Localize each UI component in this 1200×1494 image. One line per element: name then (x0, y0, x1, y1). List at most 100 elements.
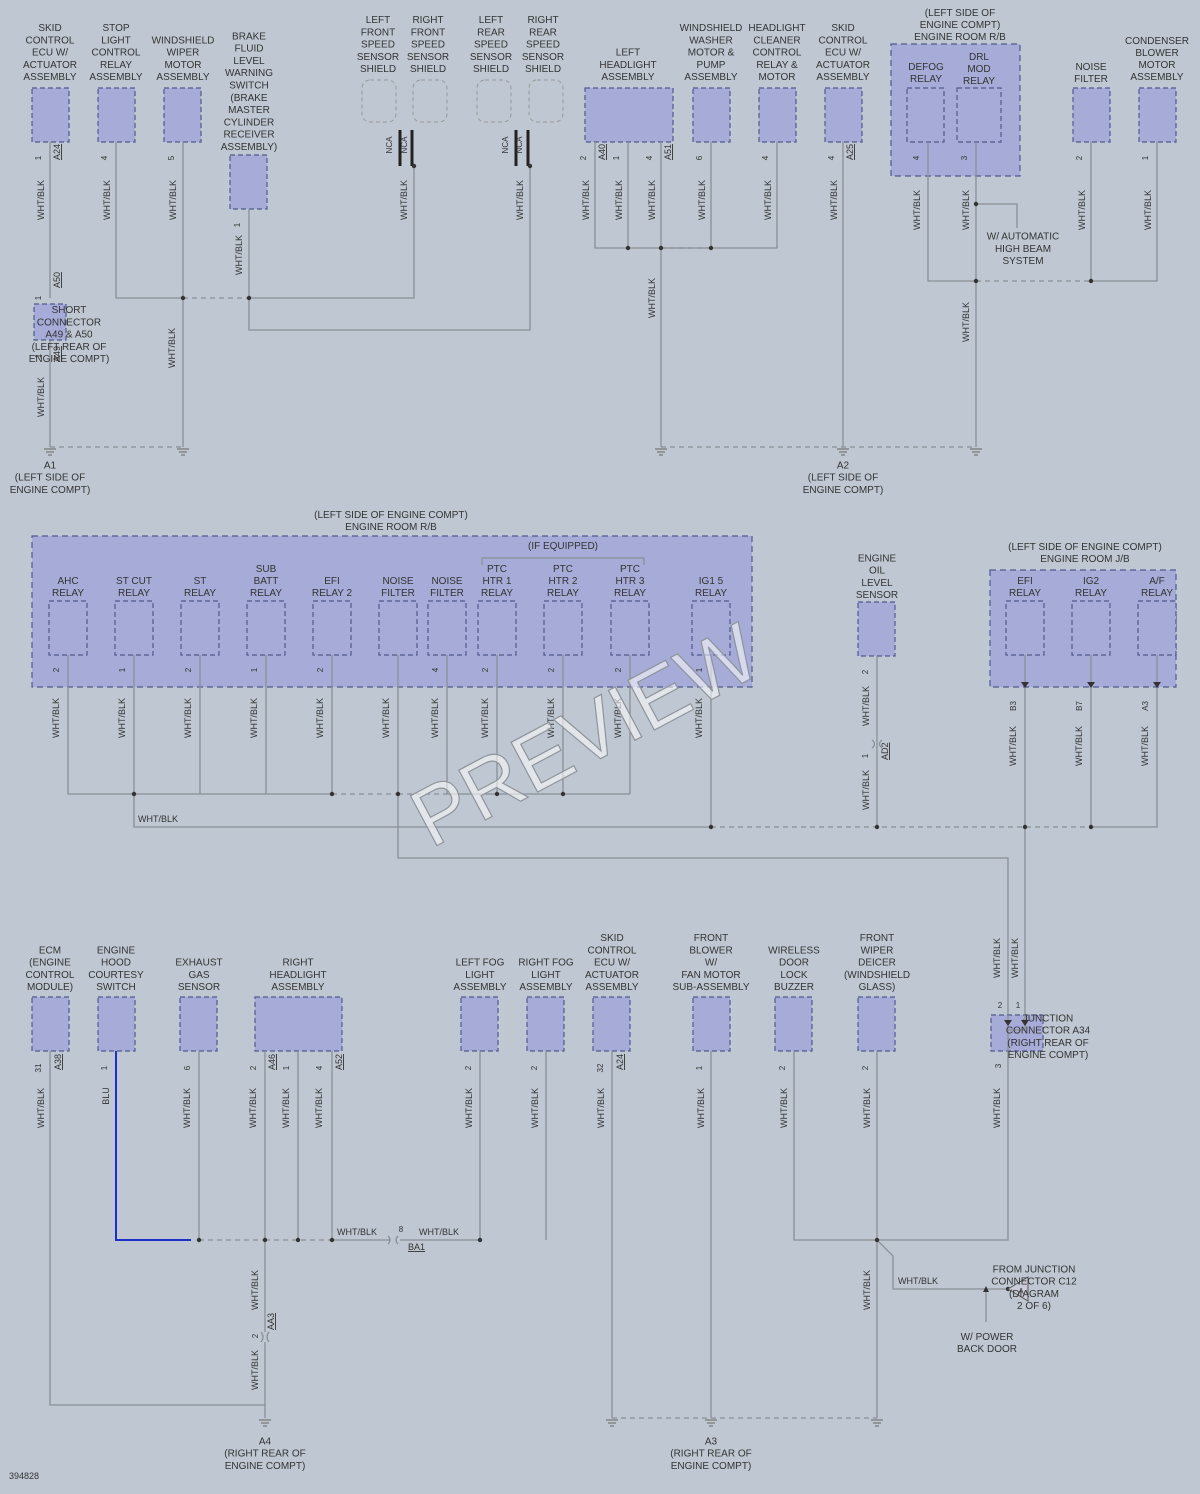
ground-a3-symbol (606, 1419, 883, 1427)
connector-label: AD2 (880, 742, 890, 760)
wire-color-label: WHT/BLK (117, 698, 127, 738)
skid-ecu-3-label: ACTUATOR (585, 970, 639, 981)
lr-speed-shield-label: SENSOR (470, 52, 512, 63)
wire-color-label: WHT/BLK (36, 1088, 46, 1128)
junction-connector-a34 (990, 1014, 1044, 1052)
defog-relay-label: DEFOG (908, 62, 944, 73)
rr-speed-shield-label: SHIELD (525, 64, 561, 75)
pin-label: 2 (251, 1333, 260, 1338)
ptc2-relay-label: PTC (553, 564, 573, 575)
oil-level-sensor-label: SENSOR (856, 590, 898, 601)
pin-label: 4 (100, 155, 109, 160)
wire-color-label: BLU (101, 1087, 111, 1105)
ptc3-relay-label: PTC (620, 564, 640, 575)
condenser-blower-label: ASSEMBLY (1130, 72, 1183, 83)
oil-sensor-connector-mark (871, 739, 883, 749)
washer-motor-label: ASSEMBLY (684, 72, 737, 83)
headlight-cleaner-box (758, 87, 797, 143)
auto-high-beam-label: HIGH BEAM (995, 244, 1051, 255)
connector-label: A38 (53, 1054, 63, 1070)
power-back-door-label: W/ POWER (961, 1332, 1014, 1343)
pin-label: 2 (614, 667, 623, 672)
connector-label: A52 (334, 1054, 344, 1070)
wire-color-label: WHT/BLK (250, 1350, 260, 1390)
headlight-cleaner-label: CLEANER (753, 35, 800, 46)
right-headlight-label: ASSEMBLY (271, 982, 324, 993)
wire-color-label: WHT/BLK (546, 698, 556, 738)
nca-label: NCA (400, 136, 409, 154)
top-wires (49, 142, 1158, 448)
wire-color-label: WHT/BLK (250, 1270, 260, 1310)
exhaust-sensor-label: EXHAUST (175, 958, 222, 969)
af-jb-relay-label: A/F (1149, 576, 1165, 587)
stop-light-relay-label: CONTROL (92, 48, 141, 59)
defog-relay-box (906, 87, 945, 143)
pin-label: 1 (282, 1065, 291, 1070)
short-connector-label: ENGINE COMPT) (29, 354, 110, 365)
ground-a4-label: ENGINE COMPT) (225, 1461, 306, 1472)
wire-color-label: WHT/BLK (1074, 726, 1084, 766)
wiper-motor-label: ASSEMBLY (156, 72, 209, 83)
door-lock-buzzer-label: BUZZER (774, 982, 814, 993)
ground-a3-label: (RIGHT REAR OF (670, 1449, 751, 1460)
ecm-label: MODULE) (27, 982, 73, 993)
lr-speed-shield-label: SPEED (474, 40, 508, 51)
bottom-connector-marks (260, 1020, 1029, 1343)
pin-label: 2 (998, 1001, 1003, 1010)
wire-color-label: WHT/BLK (862, 1088, 872, 1128)
ig15-relay-label: IG1 5 (699, 576, 724, 587)
wire-color-label: WHT/BLK (596, 1088, 606, 1128)
wire-color-label: WHT/BLK (430, 698, 440, 738)
ground-a2-label: ENGINE COMPT) (803, 485, 884, 496)
noise-filter-top-label: FILTER (1074, 74, 1108, 85)
lf-speed-shield-label: LEFT (366, 15, 390, 26)
wiper-motor-label: WIPER (167, 48, 200, 59)
brake-fluid-switch-label: BRAKE (232, 31, 266, 42)
skid-ecu-1-label: ACTUATOR (23, 60, 77, 71)
hood-switch-label: ENGINE (97, 945, 136, 956)
hood-switch-label: COURTESY (88, 970, 144, 981)
junction-a34-label: CONNECTOR A34 (1006, 1026, 1091, 1037)
ig15-relay-box (691, 600, 731, 656)
wire-color-label: WHT/BLK (337, 1227, 377, 1237)
brake-fluid-switch-label: RECEIVER (223, 130, 274, 141)
lf-speed-shield-label: SENSOR (357, 52, 399, 63)
pin-label: 1 (695, 667, 704, 672)
wire-color-label: WHT/BLK (614, 180, 624, 220)
wire-color-label: WHT/BLK (102, 180, 112, 220)
engine-room-rb-top-label: ENGINE ROOM R/B (914, 32, 1006, 43)
engine-room-jb-label: (LEFT SIDE OF ENGINE COMPT) (1008, 542, 1162, 553)
if-equipped-label: (IF EQUIPPED) (528, 541, 598, 552)
pin-label: 1 (250, 667, 259, 672)
wire-color-label: WHT/BLK (480, 698, 490, 738)
engine-room-jb-label: ENGINE ROOM J/B (1040, 554, 1130, 565)
wiper-deicer-label: FRONT (860, 933, 894, 944)
auto-high-beam-label: SYSTEM (1002, 256, 1043, 267)
pin-label: 2 (861, 1065, 870, 1070)
wire-color-label: WHT/BLK (1010, 938, 1020, 978)
lr-speed-shield-label: LEFT (479, 15, 503, 26)
brake-fluid-switch-label: LEVEL (233, 56, 265, 67)
washer-motor-label: WINDSHIELD (680, 23, 743, 34)
right-fog-label: RIGHT FOG (518, 958, 574, 969)
ig2-jb-relay-box (1071, 600, 1111, 656)
exhaust-sensor-label: GAS (188, 970, 209, 981)
pin-label: 5 (167, 155, 176, 160)
rf-speed-shield-label: SPEED (411, 40, 445, 51)
lf-speed-shield-label: SPEED (361, 40, 395, 51)
rf-speed-shield-label: SENSOR (407, 52, 449, 63)
condenser-blower-label: MOTOR (1138, 60, 1175, 71)
skid-ecu-3-box (592, 996, 631, 1052)
oil-level-sensor-box (857, 601, 896, 657)
ahc-relay-label: AHC (57, 576, 78, 587)
rr-speed-shield-label: SENSOR (522, 52, 564, 63)
from-c12-label: (DIAGRAM (1009, 1289, 1059, 1300)
brake-fluid-switch-label: MASTER (228, 105, 270, 116)
st-relay-box (180, 600, 220, 656)
skid-ecu-1-label: CONTROL (26, 35, 75, 46)
ecm-label: (ENGINE (29, 958, 71, 969)
pin-label: 2 (547, 667, 556, 672)
connector-label: A24 (52, 144, 62, 160)
wire-color-label: WHT/BLK (647, 180, 657, 220)
